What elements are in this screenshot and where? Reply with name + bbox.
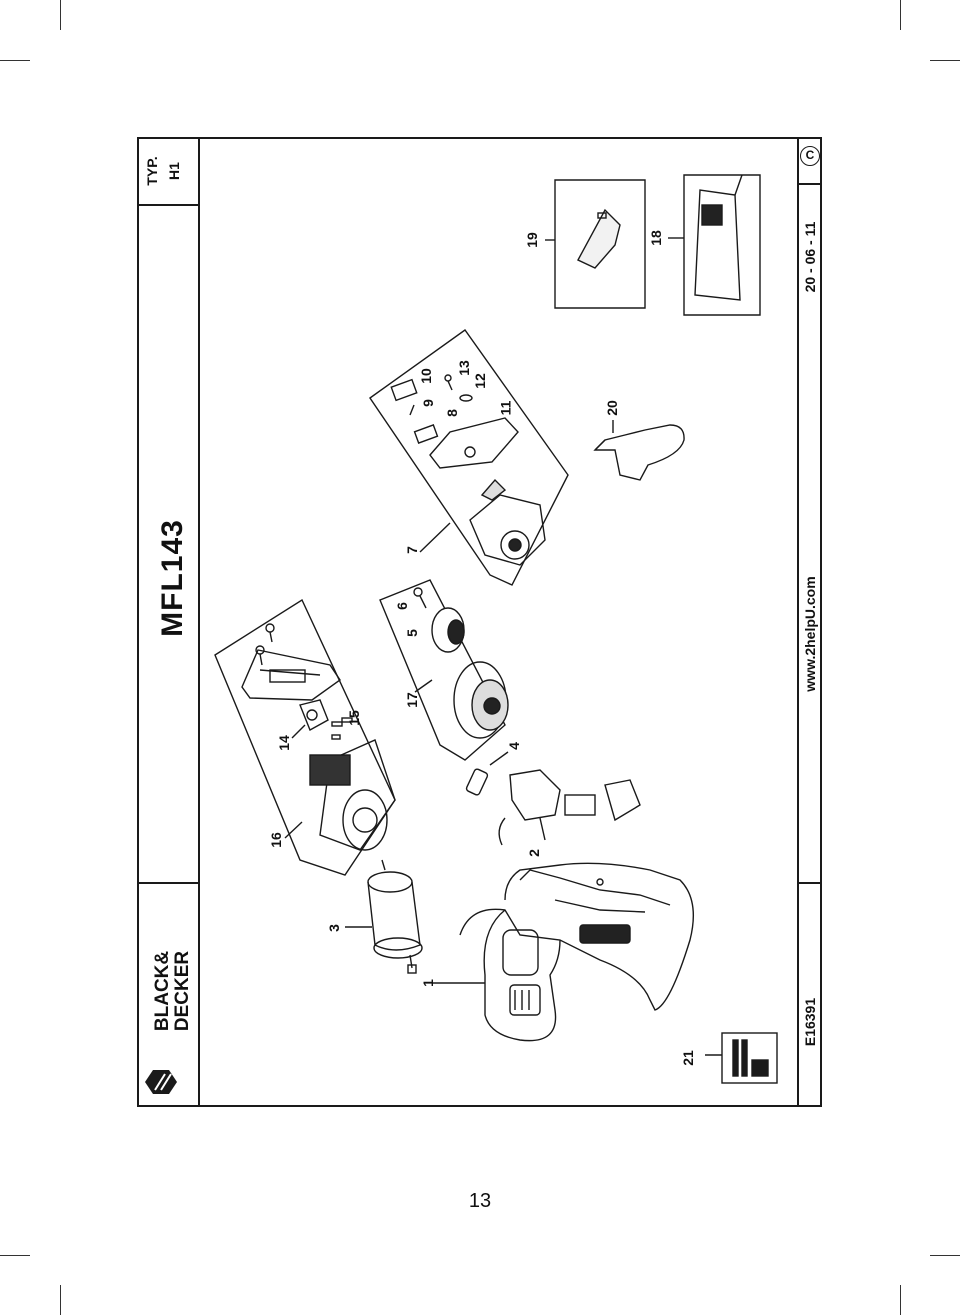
footer-code-divider <box>797 882 821 884</box>
callout-3: 3 <box>325 924 342 932</box>
kit-16-box <box>214 598 396 876</box>
crop-mark-br-v <box>900 1285 901 1315</box>
black-decker-logo-icon: BLACK& DECKER <box>138 920 196 1100</box>
kit-7-box <box>369 329 569 586</box>
part-15-screws <box>331 717 353 740</box>
crop-mark-bl-h <box>0 1255 30 1256</box>
copyright-icon: C <box>800 146 820 166</box>
crop-mark-br-h <box>930 1255 960 1256</box>
part-13-screw <box>444 374 453 391</box>
drawing-frame <box>137 137 822 1107</box>
callout-19: 19 <box>523 232 540 248</box>
crop-mark-tl-v <box>60 0 61 30</box>
part-11-lever <box>480 478 507 501</box>
part-4-switch-cap <box>465 768 489 796</box>
page-number: 13 <box>468 1190 492 1212</box>
screws-pair <box>255 623 275 666</box>
callout-7: 7 <box>403 546 420 554</box>
part-17-chuck-housing <box>453 661 509 739</box>
copyright-label: C <box>805 148 815 162</box>
callout-16: 16 <box>267 832 284 848</box>
part-19-box <box>554 179 646 309</box>
part-20-blade-holder <box>593 424 685 481</box>
crop-mark-tr-v <box>900 0 901 30</box>
callout-8: 8 <box>443 409 460 417</box>
part-2-switch <box>498 769 641 846</box>
callout-14: 14 <box>275 735 292 751</box>
crop-mark-tr-h <box>930 60 960 61</box>
part-1-housing <box>459 862 695 1042</box>
callout-4: 4 <box>505 742 522 750</box>
part-21-label-sticker <box>721 1032 778 1084</box>
callout-15: 15 <box>345 710 362 726</box>
part-19-battery <box>577 208 621 269</box>
part-5-chuck <box>431 607 465 653</box>
header-divider <box>198 138 200 1106</box>
part-8-shoe <box>429 417 519 469</box>
kit-17-box <box>379 579 506 761</box>
callout-10: 10 <box>417 368 434 384</box>
part-9-blade-clip <box>413 424 439 444</box>
part-18-box <box>683 174 761 316</box>
callout-13: 13 <box>455 360 472 376</box>
callout-11: 11 <box>497 400 514 416</box>
callout-2: 2 <box>525 849 542 857</box>
small-screw <box>409 404 415 416</box>
part-7-attachment <box>469 494 546 566</box>
part-14-clamp <box>299 699 329 731</box>
callout-18: 18 <box>647 230 664 246</box>
callout-21: 21 <box>679 1050 696 1066</box>
part-3-motor <box>367 859 423 974</box>
crop-mark-bl-v <box>60 1285 61 1315</box>
callout-12: 12 <box>471 373 488 389</box>
part-18-charger <box>694 174 743 301</box>
callout-9: 9 <box>419 399 436 407</box>
callout-17: 17 <box>403 692 420 708</box>
footer-date-divider <box>797 183 821 185</box>
callout-6: 6 <box>393 602 410 610</box>
footer-divider <box>797 138 799 1106</box>
crop-mark-tl-h <box>0 60 30 61</box>
part-10-plate <box>390 378 418 402</box>
header-type-divider <box>138 204 198 206</box>
callout-20: 20 <box>603 400 620 416</box>
header-brand-divider <box>138 882 198 884</box>
part-12-washer <box>459 394 473 402</box>
plate-part <box>241 649 341 701</box>
part-16-gearbox <box>309 739 396 851</box>
callout-5: 5 <box>403 629 420 637</box>
callout-1: 1 <box>419 979 436 987</box>
part-6-screw <box>413 587 427 609</box>
